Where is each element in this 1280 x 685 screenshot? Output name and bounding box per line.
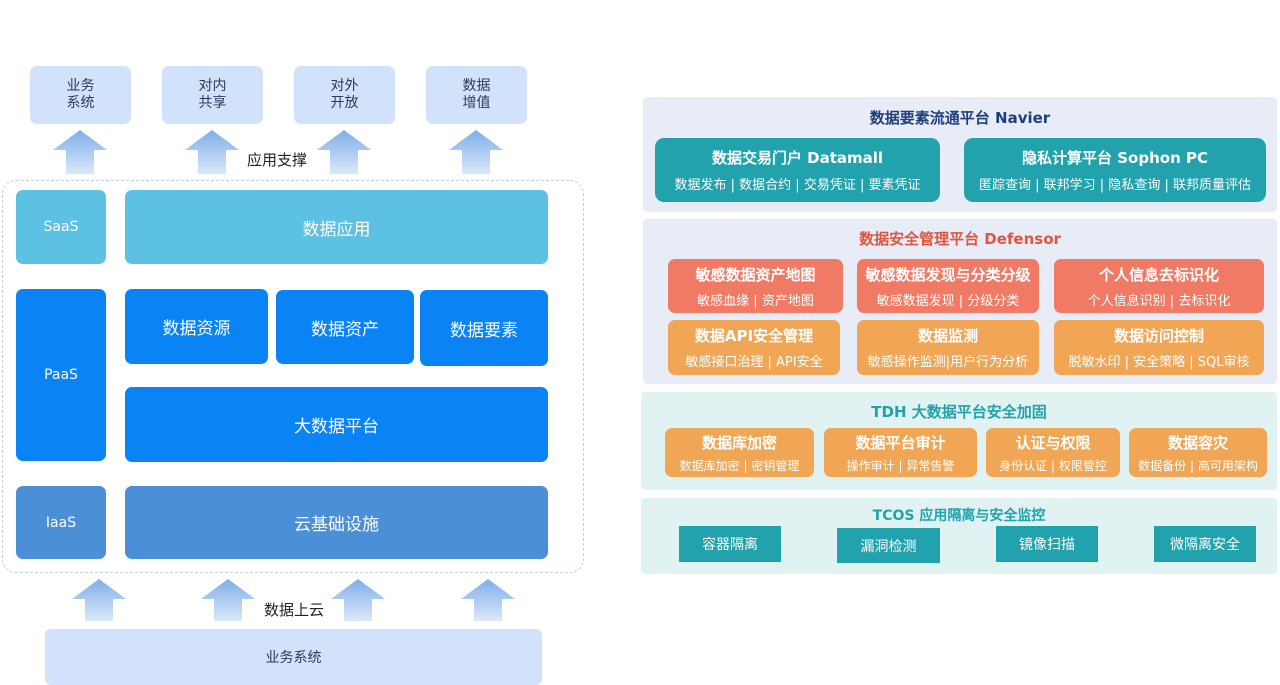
card-subtitle: 数据备份 | 高可用架构 bbox=[1138, 458, 1258, 473]
auth-permission-card: 认证与权限 身份认证 | 权限管控 bbox=[986, 428, 1120, 477]
up-arrow-icon bbox=[317, 130, 371, 174]
top-box-external-open: 对外 开放 bbox=[294, 66, 395, 124]
card-title: 数据监测 bbox=[917, 327, 978, 345]
up-arrow-icon bbox=[449, 130, 503, 174]
card-subtitle: 操作审计 | 异常告警 bbox=[846, 458, 955, 473]
card-title: 数据容灾 bbox=[1167, 433, 1228, 452]
data-element-block: 数据要素 bbox=[420, 290, 548, 366]
top-box-line1: 数据 bbox=[462, 78, 491, 94]
card-title: 数据交易门户 Datamall bbox=[711, 149, 884, 167]
big-data-platform-block: 大数据平台 bbox=[125, 387, 548, 462]
up-arrow-icon bbox=[201, 579, 255, 621]
sensitive-asset-map-card: 敏感数据资产地图 敏感血缘 | 资产地图 bbox=[668, 259, 843, 313]
upload-arrows bbox=[72, 579, 515, 621]
data-monitoring-card: 数据监测 敏感操作监测|用户行为分析 bbox=[857, 320, 1039, 375]
top-box-line1: 对内 bbox=[198, 78, 227, 94]
top-box-line2: 增值 bbox=[462, 95, 491, 111]
cloud-infrastructure-block: 云基础设施 bbox=[125, 486, 548, 559]
top-box-data-value-add: 数据 增值 bbox=[426, 66, 527, 124]
platform-audit-card: 数据平台审计 操作审计 | 异常告警 bbox=[824, 428, 977, 477]
card-subtitle: 敏感操作监测|用户行为分析 bbox=[867, 355, 1029, 370]
micro-segmentation-item: 微隔离安全 bbox=[1154, 526, 1256, 562]
paas-label: PaaS bbox=[16, 289, 106, 461]
tcos-title: TCOS 应用隔离与安全监控 bbox=[872, 508, 1046, 524]
data-application-block: 数据应用 bbox=[125, 190, 548, 264]
container-isolation-item: 容器隔离 bbox=[679, 526, 781, 562]
card-title: 数据平台审计 bbox=[855, 433, 946, 452]
navier-title: 数据要素流通平台 Navier bbox=[869, 109, 1051, 127]
card-subtitle: 脱敏水印 | 安全策略 | SQL审核 bbox=[1068, 355, 1250, 370]
business-system-box: 业务系统 bbox=[45, 629, 542, 685]
support-label: 应用支撑 bbox=[247, 151, 308, 169]
card-subtitle: 匿踪查询 | 联邦学习 | 隐私查询 | 联邦质量评估 bbox=[979, 178, 1251, 193]
card-title: 个人信息去标识化 bbox=[1098, 265, 1219, 284]
upload-label: 数据上云 bbox=[264, 601, 325, 619]
top-box-line2: 共享 bbox=[198, 95, 227, 111]
card-subtitle: 身份认证 | 权限管控 bbox=[999, 458, 1107, 473]
card-subtitle: 数据库加密 | 密钥管理 bbox=[679, 458, 800, 473]
card-title: 数据API安全管理 bbox=[694, 327, 814, 345]
sensitive-discovery-card: 敏感数据发现与分类分级 敏感数据发现 | 分级分类 bbox=[857, 259, 1039, 313]
saas-label: SaaS bbox=[16, 190, 106, 264]
support-arrows bbox=[53, 130, 503, 174]
card-title: 敏感数据发现与分类分级 bbox=[865, 265, 1031, 284]
up-arrow-icon bbox=[331, 579, 385, 621]
disaster-recovery-card: 数据容灾 数据备份 | 高可用架构 bbox=[1129, 428, 1267, 477]
card-title: 数据库加密 bbox=[701, 433, 777, 452]
data-asset-block: 数据资产 bbox=[276, 290, 414, 364]
sophon-pc-card: 隐私计算平台 Sophon PC 匿踪查询 | 联邦学习 | 隐私查询 | 联邦… bbox=[964, 138, 1266, 202]
navier-panel: 数据要素流通平台 Navier 数据交易门户 Datamall 数据发布 | 数… bbox=[643, 97, 1277, 212]
card-title: 数据访问控制 bbox=[1113, 327, 1204, 345]
up-arrow-icon bbox=[461, 579, 515, 621]
top-box-line1: 业务 bbox=[66, 78, 95, 94]
data-resource-block: 数据资源 bbox=[125, 289, 268, 364]
datamall-card: 数据交易门户 Datamall 数据发布 | 数据合约 | 交易凭证 | 要素凭… bbox=[655, 138, 940, 202]
api-security-card: 数据API安全管理 敏感接口治理 | API安全 bbox=[668, 320, 840, 375]
card-subtitle: 数据发布 | 数据合约 | 交易凭证 | 要素凭证 bbox=[674, 178, 921, 193]
top-box-line1: 对外 bbox=[330, 78, 359, 94]
layer-container bbox=[2, 180, 584, 573]
db-encryption-card: 数据库加密 数据库加密 | 密钥管理 bbox=[665, 428, 814, 477]
access-control-card: 数据访问控制 脱敏水印 | 安全策略 | SQL审核 bbox=[1054, 320, 1264, 375]
up-arrow-icon bbox=[53, 130, 107, 174]
card-title: 敏感数据资产地图 bbox=[695, 265, 816, 284]
deidentification-card: 个人信息去标识化 个人信息识别 | 去标识化 bbox=[1054, 259, 1264, 313]
defensor-panel: 数据安全管理平台 Defensor 敏感数据资产地图 敏感血缘 | 资产地图 敏… bbox=[643, 219, 1277, 384]
up-arrow-icon bbox=[185, 130, 239, 174]
card-subtitle: 敏感血缘 | 资产地图 bbox=[697, 293, 814, 309]
top-box-internal-sharing: 对内 共享 bbox=[162, 66, 263, 124]
up-arrow-icon bbox=[72, 579, 126, 621]
top-box-line2: 开放 bbox=[330, 95, 359, 111]
tdh-panel: TDH 大数据平台安全加固 数据库加密 数据库加密 | 密钥管理 数据平台审计 … bbox=[641, 392, 1277, 490]
iaas-label: IaaS bbox=[16, 486, 106, 559]
card-title: 认证与权限 bbox=[1015, 433, 1091, 452]
tcos-panel: TCOS 应用隔离与安全监控 容器隔离 漏洞检测 镜像扫描 微隔离安全 bbox=[641, 498, 1277, 574]
card-subtitle: 敏感数据发现 | 分级分类 bbox=[876, 293, 1020, 309]
defensor-title: 数据安全管理平台 Defensor bbox=[859, 230, 1061, 248]
vulnerability-detection-item: 漏洞检测 bbox=[837, 528, 940, 563]
image-scan-item: 镜像扫描 bbox=[996, 526, 1098, 562]
card-subtitle: 个人信息识别 | 去标识化 bbox=[1087, 293, 1231, 309]
tdh-title: TDH 大数据平台安全加固 bbox=[871, 403, 1047, 421]
card-title: 隐私计算平台 Sophon PC bbox=[1022, 149, 1208, 167]
top-box-business-system: 业务 系统 bbox=[30, 66, 131, 124]
top-box-line2: 系统 bbox=[66, 95, 95, 111]
card-subtitle: 敏感接口治理 | API安全 bbox=[685, 355, 823, 370]
